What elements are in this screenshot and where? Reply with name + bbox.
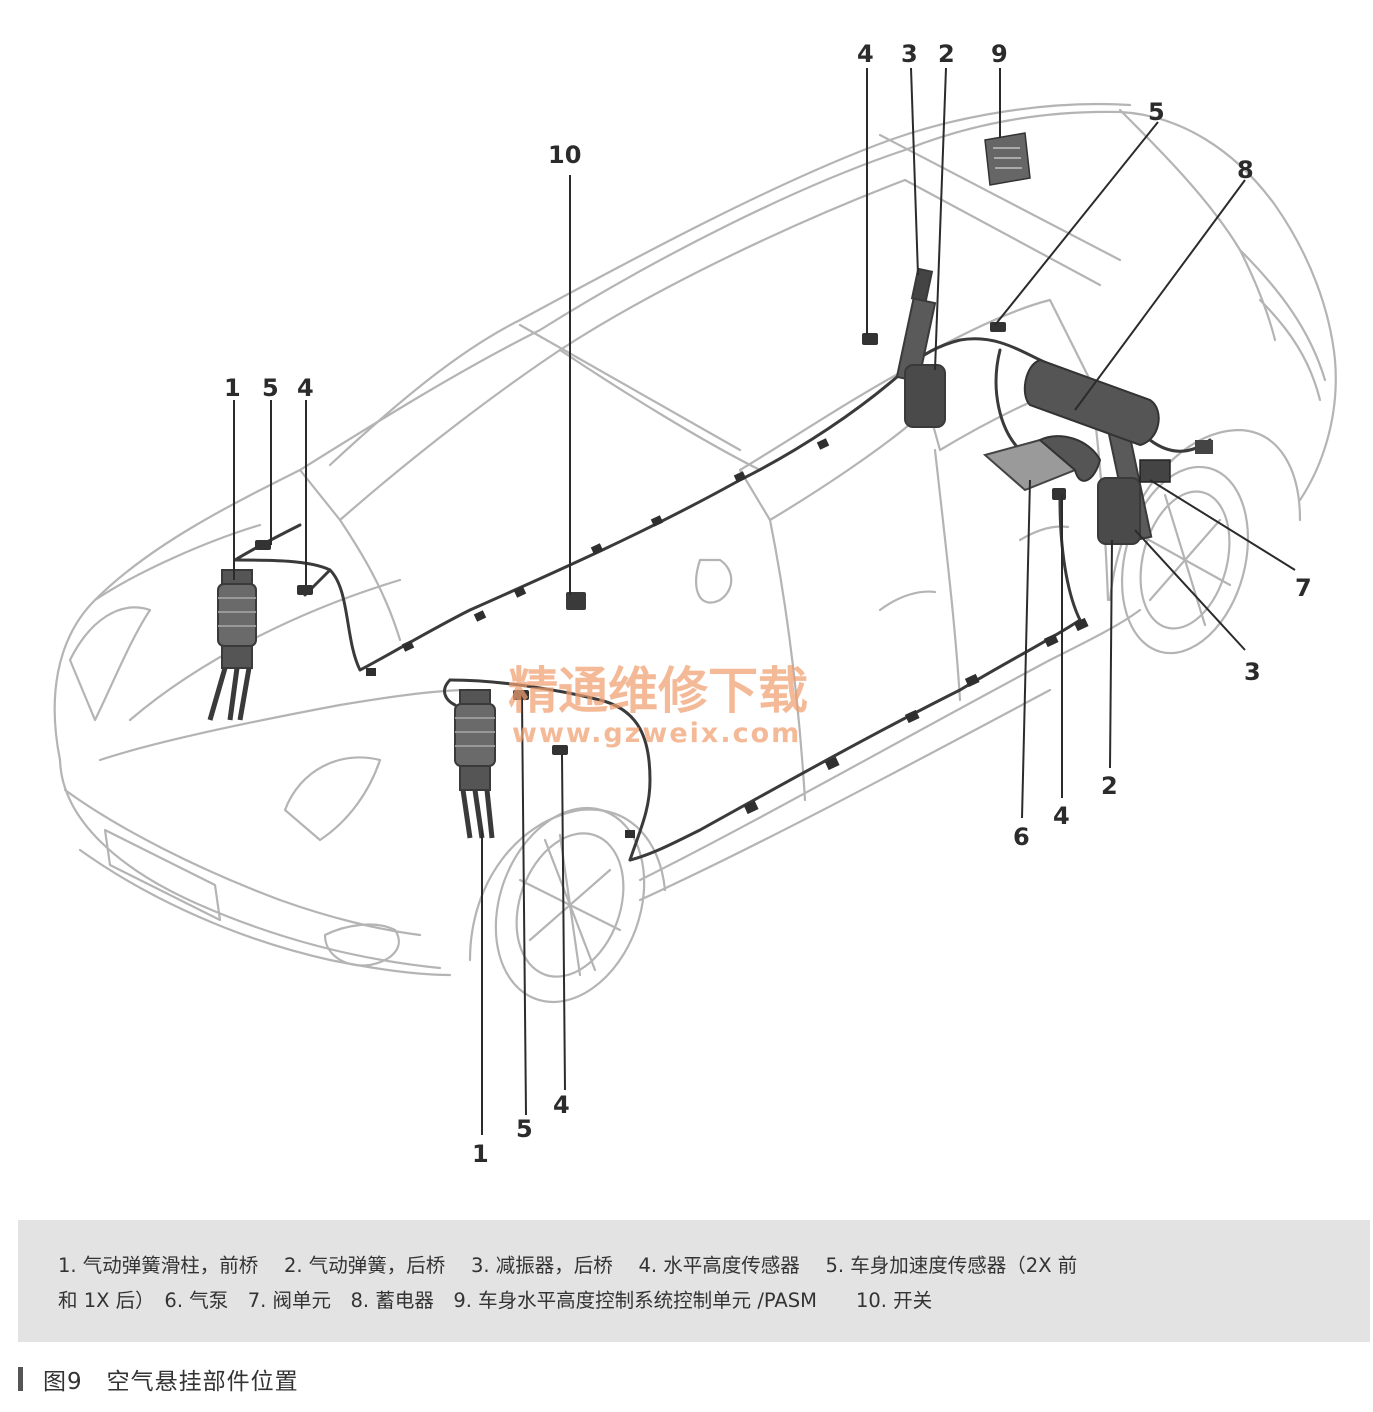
harness-clips [366, 438, 1089, 838]
watermark-title: 精通维修下载 [508, 662, 808, 720]
callout-labels: 1 5 4 10 4 3 2 9 5 8 7 3 2 4 6 1 5 4 [224, 40, 1312, 1168]
callout-4-front-left: 4 [297, 374, 314, 402]
callout-1-front-left: 1 [224, 374, 241, 402]
callout-7: 7 [1295, 574, 1312, 602]
air-suspension-diagram: 1 5 4 10 4 3 2 9 5 8 7 3 2 4 6 1 5 4 精通维… [53, 40, 1337, 1168]
callout-4-rear-bottom: 4 [1053, 802, 1070, 830]
control-unit-pasm [984, 132, 1031, 186]
switch [566, 592, 586, 610]
callout-8: 8 [1237, 156, 1254, 184]
figure-caption: 图9 空气悬挂部件位置 [18, 1362, 299, 1396]
callout-1-front-right: 1 [472, 1140, 489, 1168]
leader-lines [233, 67, 1296, 1135]
pressure-accumulator [1023, 358, 1160, 447]
legend-line-2: 和 1X 后） 6. 气泵 7. 阀单元 8. 蓄电器 9. 车身水平高度控制系… [58, 1289, 933, 1312]
callout-6: 6 [1013, 823, 1030, 851]
rear-right-shock-and-spring [1097, 427, 1153, 545]
front-left-air-strut [207, 569, 257, 721]
car-outline [53, 102, 1337, 1004]
watermark-url: www.gzweix.com [512, 718, 801, 749]
callout-5-rear: 5 [1148, 98, 1165, 126]
watermark: 精通维修下载 www.gzweix.com [508, 662, 808, 749]
air-compressor [982, 435, 1102, 492]
callout-2-rear-top: 2 [938, 40, 955, 68]
rear-left-shock-and-spring [895, 267, 946, 428]
callout-4-front-right: 4 [553, 1091, 570, 1119]
legend-panel: 1. 气动弹簧滑柱，前桥 2. 气动弹簧，后桥 3. 减振器，后桥 4. 水平高… [18, 1220, 1370, 1342]
callout-3-rear-top: 3 [901, 40, 918, 68]
callout-10: 10 [548, 141, 581, 169]
caption-text: 图9 空气悬挂部件位置 [43, 1369, 299, 1395]
caption-marker [18, 1367, 23, 1391]
callout-4-rear-top: 4 [857, 40, 874, 68]
valve-unit [1139, 440, 1213, 483]
front-right-air-strut [454, 689, 496, 839]
sensors [255, 322, 1066, 755]
callout-5-front-left: 5 [262, 374, 279, 402]
callout-2-rear-bottom: 2 [1101, 772, 1118, 800]
callout-3-rear-right: 3 [1244, 658, 1261, 686]
callout-5-front-right: 5 [516, 1115, 533, 1143]
legend-line-1: 1. 气动弹簧滑柱，前桥 2. 气动弹簧，后桥 3. 减振器，后桥 4. 水平高… [58, 1254, 1078, 1277]
callout-9: 9 [991, 40, 1008, 68]
